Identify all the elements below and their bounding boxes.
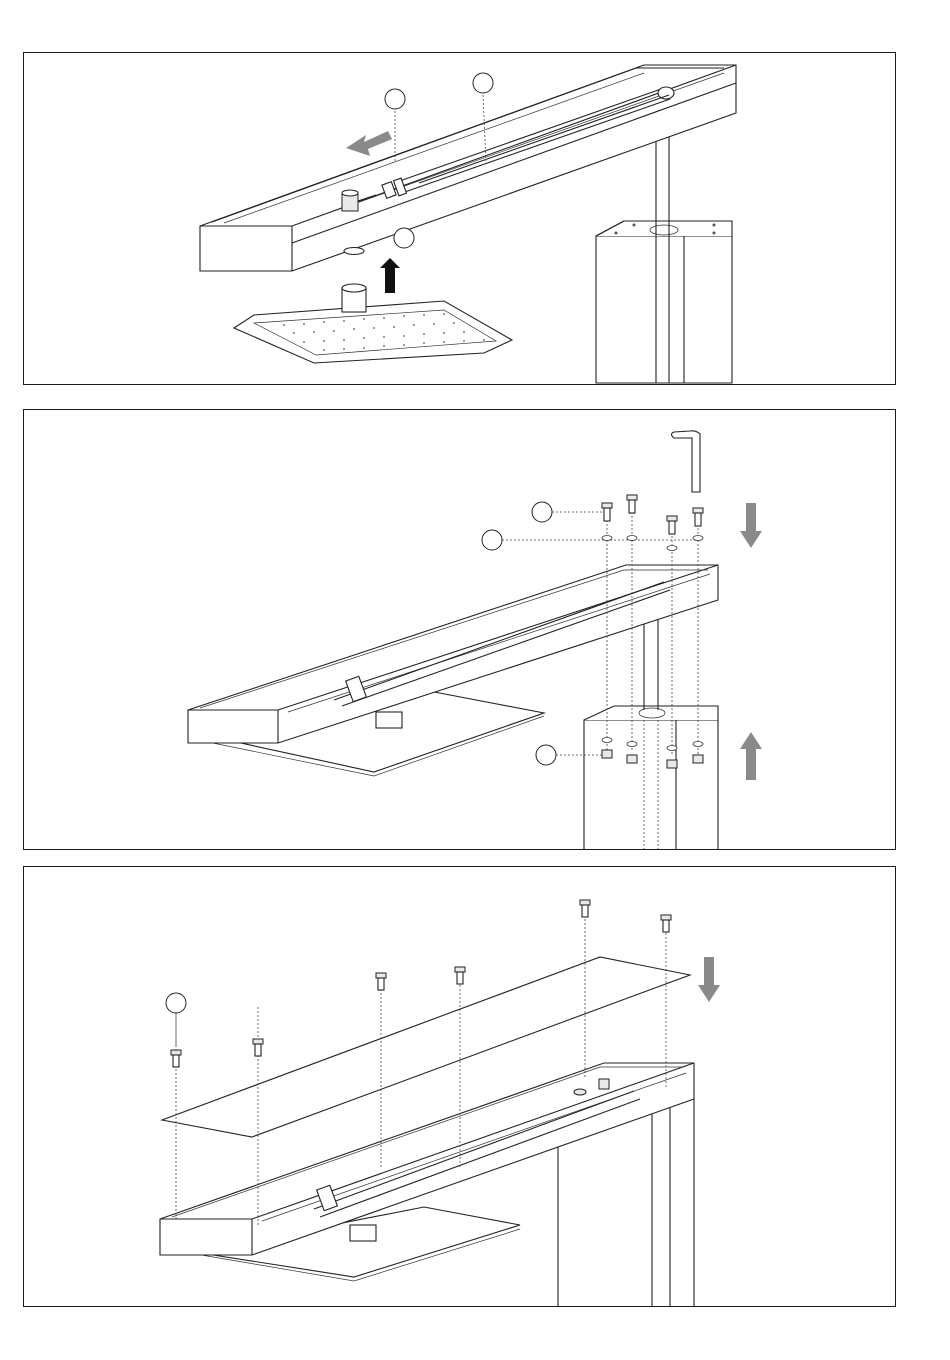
step-2-illustration: [24, 410, 896, 850]
arrow-up-icon: [380, 258, 400, 293]
arrow-down-icon: [740, 503, 762, 548]
step-2-panel: [23, 409, 896, 850]
washers: [602, 536, 703, 551]
hex-key-icon: [672, 431, 701, 492]
step-1-panel: [23, 52, 896, 385]
arrow-up-icon: [740, 732, 762, 780]
bolts: [602, 495, 703, 534]
callout-circle: [166, 993, 186, 1013]
step-3-panel: [23, 866, 896, 1307]
support-column: [596, 221, 732, 383]
arrow-down-icon: [698, 957, 720, 1002]
step-1-illustration: [24, 53, 896, 385]
step-3-illustration: [24, 867, 896, 1307]
arrow-left-icon: [346, 131, 392, 156]
support-column: [584, 706, 718, 850]
